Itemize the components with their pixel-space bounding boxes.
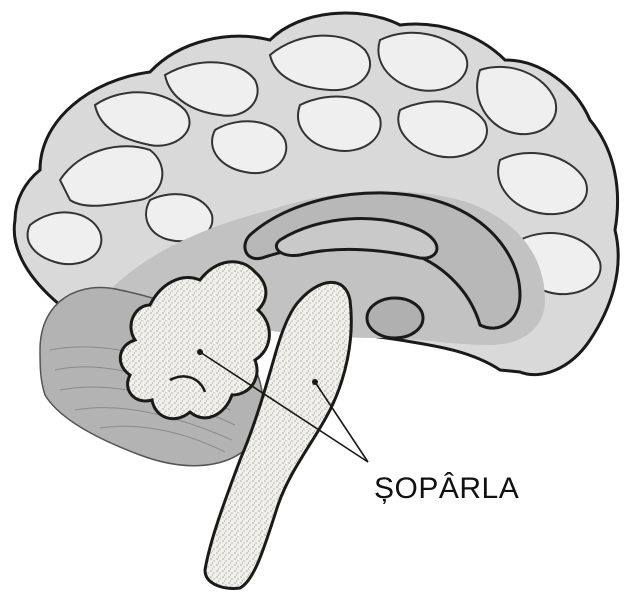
leader-dot-stem [312,379,318,385]
lizard-brain-label: ȘOPÂRLA [374,472,519,506]
leader-dot-basal [197,349,203,355]
thalamus [367,298,423,338]
